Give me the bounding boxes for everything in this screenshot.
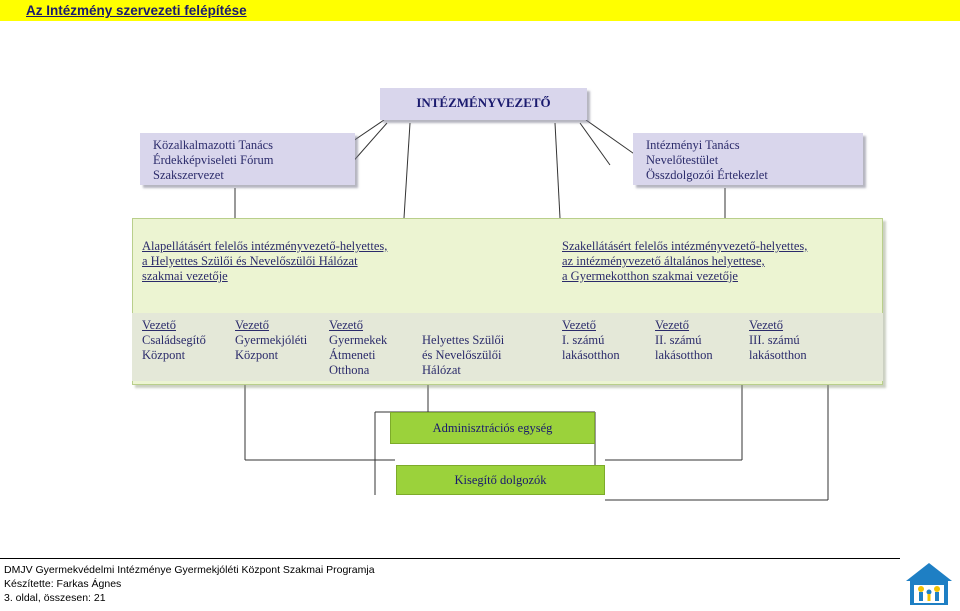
footer: DMJV Gyermekvédelmi Intézménye Gyermekjó… bbox=[4, 563, 375, 605]
deputy-right: Szakellátásért felelős intézményvezető-h… bbox=[562, 239, 872, 284]
right-group-line: Nevelőtestület bbox=[646, 153, 719, 167]
unit-line: Átmeneti bbox=[329, 348, 376, 362]
deputy-left: Alapellátásért felelős intézményvezető-h… bbox=[142, 239, 442, 284]
unit-title: Vezető bbox=[142, 318, 177, 332]
support-staff-box: Kisegítő dolgozók bbox=[396, 465, 605, 495]
unit-line: Otthona bbox=[329, 363, 370, 376]
page-title: Az Intézmény szervezeti felépítése bbox=[0, 0, 960, 21]
right-group-line: Összdolgozói Értekezlet bbox=[646, 168, 768, 182]
unit-line: lakásotthon bbox=[749, 348, 807, 362]
deputy-right-line: az intézményvezető általános helyettese, bbox=[562, 254, 765, 268]
head-box: INTÉZMÉNYVEZETŐ bbox=[380, 88, 587, 120]
unit-title: Vezető bbox=[655, 318, 690, 332]
unit-apartment-home-3: Vezető III. számú lakásotthon bbox=[749, 318, 834, 363]
unit-line: lakásotthon bbox=[562, 348, 620, 362]
unit-line: Családsegítő bbox=[142, 333, 206, 347]
unit-temporary-home: Vezető Gyermekek Átmeneti Otthona bbox=[329, 318, 414, 376]
unit-line: II. számú bbox=[655, 333, 702, 347]
house-with-figures-logo-icon bbox=[906, 563, 952, 605]
unit-foster-network: Helyettes Szülői és Nevelőszülői Hálózat bbox=[422, 333, 532, 376]
unit-line: Helyettes Szülői bbox=[422, 333, 505, 347]
deputy-left-line: Alapellátásért felelős intézményvezető-h… bbox=[142, 239, 388, 253]
unit-apartment-home-1: Vezető I. számú lakásotthon bbox=[562, 318, 647, 363]
left-group-line: Közalkalmazotti Tanács bbox=[153, 138, 274, 152]
right-group-line: Intézményi Tanács bbox=[646, 138, 740, 152]
head-label: INTÉZMÉNYVEZETŐ bbox=[416, 95, 551, 110]
deputy-left-line: a Helyettes Szülői és Nevelőszülői Hálóz… bbox=[142, 254, 358, 268]
unit-line: lakásotthon bbox=[655, 348, 713, 362]
unit-title: Vezető bbox=[235, 318, 270, 332]
footer-author: Készítette: Farkas Ágnes bbox=[4, 578, 122, 590]
unit-family-center: Vezető Családsegítő Központ bbox=[142, 318, 230, 363]
admin-unit-box: Adminisztrációs egység bbox=[390, 412, 595, 444]
unit-line: Központ bbox=[142, 348, 186, 362]
admin-label: Adminisztrációs egység bbox=[432, 421, 553, 435]
unit-apartment-home-2: Vezető II. számú lakásotthon bbox=[655, 318, 740, 363]
unit-child-welfare-center: Vezető Gyermekjóléti Központ bbox=[235, 318, 325, 363]
deputy-right-line: a Gyermekotthon szakmai vezetője bbox=[562, 269, 738, 283]
unit-line: Gyermekjóléti bbox=[235, 333, 308, 347]
footer-page: 3. oldal, összesen: 21 bbox=[4, 592, 106, 604]
support-label: Kisegítő dolgozók bbox=[454, 473, 547, 487]
unit-line: Gyermekek bbox=[329, 333, 388, 347]
left-group-line: Érdekképviseleti Fórum bbox=[153, 153, 274, 167]
unit-line: Hálózat bbox=[422, 363, 461, 376]
unit-line: és Nevelőszülői bbox=[422, 348, 502, 362]
footer-rule bbox=[0, 558, 900, 559]
deputy-left-line: szakmai vezetője bbox=[142, 269, 228, 283]
deputy-right-line: Szakellátásért felelős intézményvezető-h… bbox=[562, 239, 808, 253]
unit-title: Vezető bbox=[749, 318, 784, 332]
unit-line: III. számú bbox=[749, 333, 800, 347]
left-group-box: Közalkalmazotti Tanács Érdekképviseleti … bbox=[140, 133, 355, 185]
right-group-box: Intézményi Tanács Nevelőtestület Összdol… bbox=[633, 133, 863, 185]
unit-line: I. számú bbox=[562, 333, 605, 347]
unit-title: Vezető bbox=[329, 318, 364, 332]
left-group-line: Szakszervezet bbox=[153, 168, 224, 182]
units-strip bbox=[132, 313, 883, 381]
footer-program: DMJV Gyermekvédelmi Intézménye Gyermekjó… bbox=[4, 564, 375, 576]
unit-line: Központ bbox=[235, 348, 279, 362]
unit-title: Vezető bbox=[562, 318, 597, 332]
